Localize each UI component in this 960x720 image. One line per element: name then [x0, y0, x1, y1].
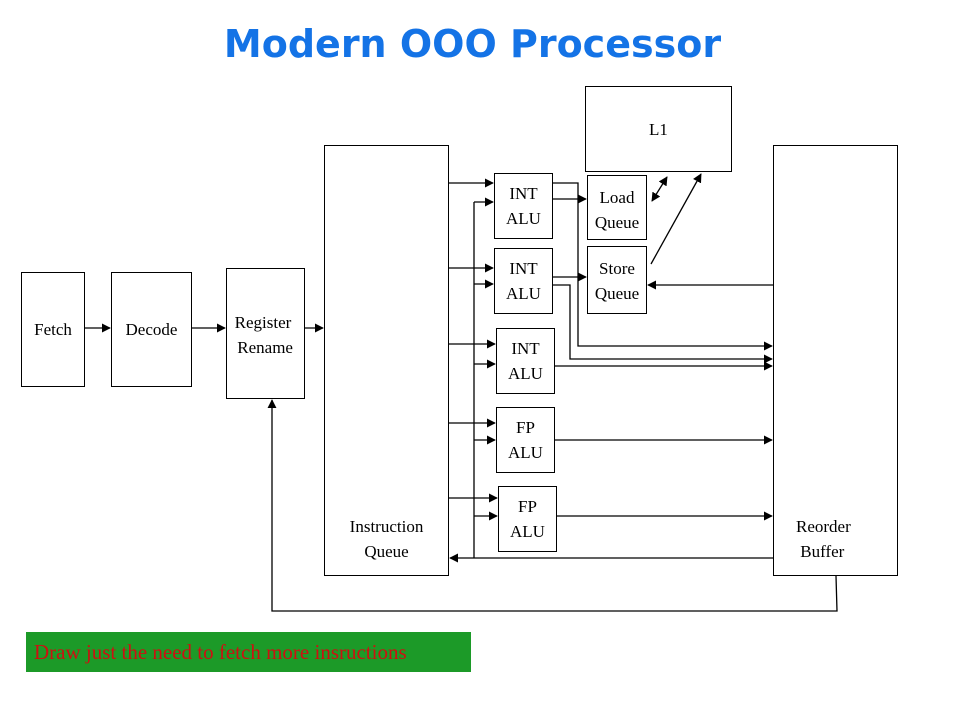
fp-alu-2-block — [498, 486, 557, 552]
decode-label: Decode — [125, 320, 178, 339]
int-alu-3-block — [496, 328, 555, 394]
decode-block — [111, 272, 192, 387]
fp-alu-2-label: FP ALU — [510, 497, 545, 541]
reorder-buffer-label: Reorder Buffer — [796, 517, 851, 561]
instruction-queue-label: Instruction Queue — [349, 517, 424, 561]
int-alu-2-block — [494, 248, 553, 314]
load-queue-block — [587, 175, 647, 240]
loadq-l1-arrow — [651, 176, 668, 202]
store-queue-label: Store Queue — [594, 259, 640, 303]
instructor-note-banner: Draw just the need to fetch more insruct… — [26, 632, 471, 672]
page-title: Modern OOO Processor — [223, 22, 722, 66]
storeq-to-l1-arrow — [650, 173, 702, 265]
alu2-to-rob-arrow — [553, 284, 773, 364]
l1-cache-label: L1 — [649, 120, 668, 139]
l1-cache-block — [585, 86, 732, 172]
int-alu-3-label: INT ALU — [508, 339, 543, 383]
register-rename-block — [226, 268, 305, 399]
load-queue-label: Load Queue — [594, 188, 640, 232]
fp-alu-1-block — [496, 407, 555, 473]
store-queue-block — [587, 246, 647, 314]
int-alu-2-label: INT ALU — [506, 259, 541, 303]
alu1-to-rob-arrow — [553, 182, 773, 351]
int-alu-1-label: INT ALU — [506, 184, 541, 228]
instruction-queue-block — [324, 145, 449, 576]
fetch-label: Fetch — [34, 320, 72, 339]
reorder-buffer-block — [773, 145, 898, 576]
fp-alu-1-label: FP ALU — [508, 418, 543, 462]
rob-to-rename-feedback-arrow — [267, 399, 838, 612]
int-alu-1-block — [494, 173, 553, 239]
fetch-block — [21, 272, 85, 387]
register-rename-label: Register Rename — [234, 313, 293, 357]
